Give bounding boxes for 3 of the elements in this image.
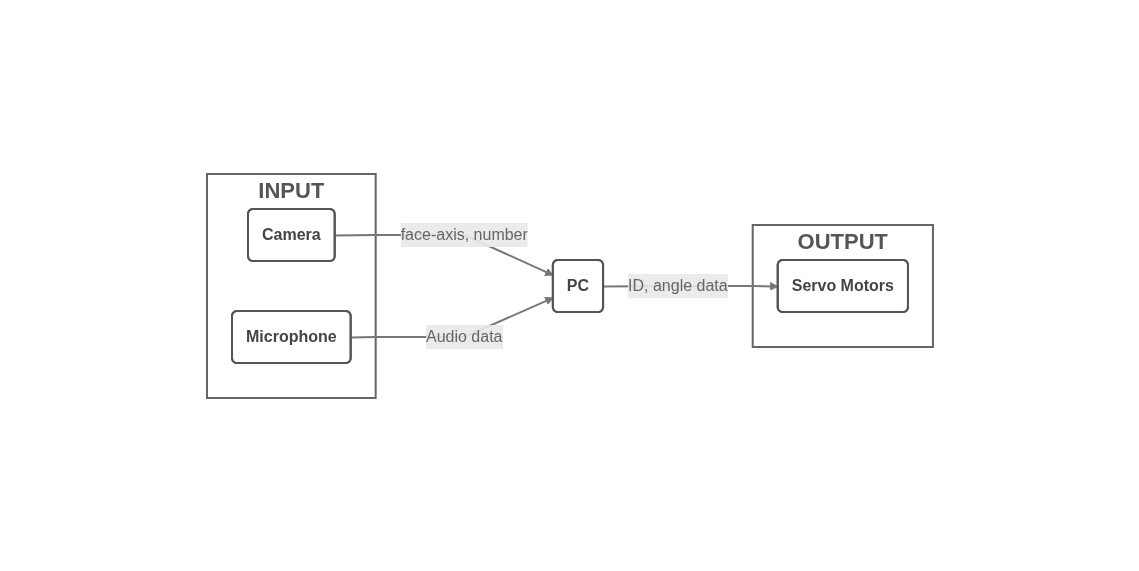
edge-label: face-axis, number [400, 225, 528, 243]
edge-label: Audio data [425, 327, 503, 345]
edge-label: ID, angle data [627, 276, 728, 294]
